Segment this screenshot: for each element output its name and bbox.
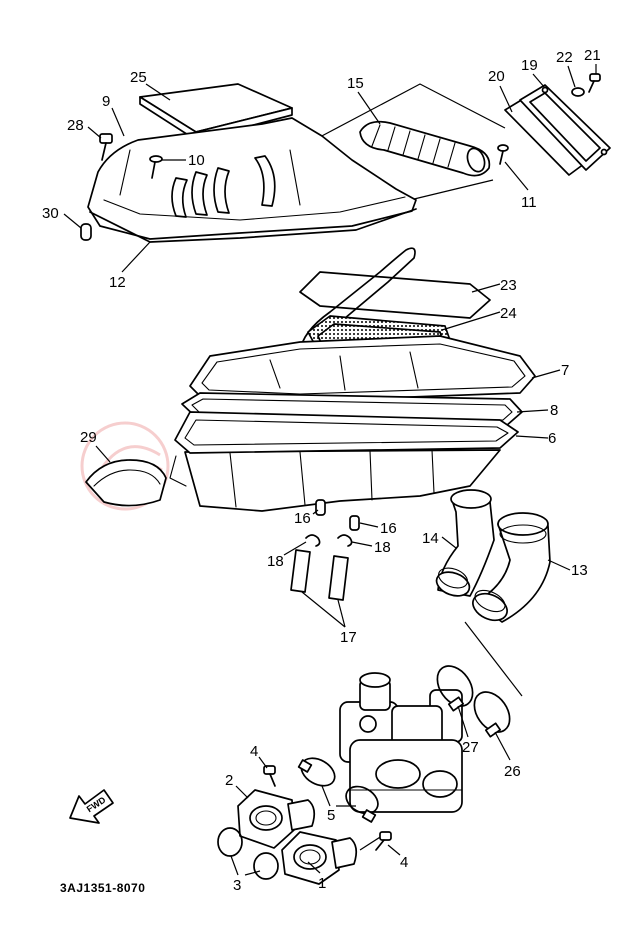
- part-o-ring-3-right: [253, 852, 279, 880]
- part-clip-18-right: [337, 534, 353, 547]
- callout-leader-lines: [63, 64, 597, 876]
- part-drain-strip-17-left: [290, 549, 311, 593]
- part-washer-22: [571, 87, 585, 97]
- callout-6: 6: [548, 430, 556, 447]
- part-clip-18-left: [305, 534, 321, 547]
- callout-2: 2: [225, 772, 233, 789]
- part-clamp-5-left: [297, 757, 336, 787]
- part-joint-hose-14: [435, 489, 495, 597]
- callout-15: 15: [347, 75, 364, 92]
- callout-20: 20: [488, 68, 505, 85]
- part-clamp-27: [436, 665, 474, 712]
- part-plate-23: [299, 247, 491, 359]
- diagram-code: 3AJ1351-8070: [60, 881, 145, 895]
- callout-12: 12: [109, 274, 126, 291]
- part-peg-16-left: [315, 499, 326, 516]
- part-cover-7: [189, 335, 536, 402]
- part-carburettor-joint-1: [281, 831, 358, 885]
- callout-13: 13: [571, 562, 588, 579]
- part-screw-11: [497, 144, 509, 165]
- callout-14: 14: [422, 530, 439, 547]
- callout-1: 1: [318, 875, 326, 892]
- part-screw-10: [149, 155, 163, 179]
- part-lower-case-6: [169, 411, 519, 512]
- callout-18-left: 18: [267, 553, 284, 570]
- part-intake-duct-15: [359, 120, 491, 177]
- part-o-ring-3-left: [217, 827, 243, 857]
- part-bolt-4-lower: [375, 831, 392, 851]
- callout-11: 11: [521, 194, 537, 211]
- callout-10: 10: [188, 152, 205, 169]
- callout-labels: 25 9 28 10 30 12 15 20 19 22 21 11 23 24…: [42, 47, 601, 894]
- callout-30: 30: [42, 205, 59, 222]
- part-cover-29: [85, 459, 167, 507]
- callout-16-right: 16: [380, 520, 397, 537]
- callout-8: 8: [550, 402, 558, 419]
- callout-21: 21: [584, 47, 601, 64]
- callout-3: 3: [233, 877, 241, 894]
- callout-22: 22: [556, 49, 573, 66]
- fwd-arrow-icon: [69, 789, 114, 824]
- callout-5: 5: [327, 807, 335, 824]
- callout-9: 9: [102, 93, 110, 110]
- part-joint-hose-13: [472, 512, 551, 623]
- part-grommet-30: [80, 223, 92, 241]
- part-upper-case-12: [87, 117, 417, 243]
- part-bolt-21: [588, 73, 601, 93]
- callout-16-left: 16: [294, 510, 311, 527]
- callout-7: 7: [561, 362, 569, 379]
- part-clamp-5-right: [345, 785, 379, 823]
- part-clamp-26: [473, 691, 511, 738]
- part-carburettor: [339, 672, 463, 813]
- callout-17: 17: [340, 629, 357, 646]
- part-bolt-28: [99, 133, 113, 161]
- callout-29: 29: [80, 429, 97, 446]
- callout-23: 23: [500, 277, 517, 294]
- part-bolt-4-upper: [263, 765, 276, 787]
- callout-28: 28: [67, 117, 84, 134]
- callout-4-lower: 4: [400, 854, 408, 871]
- callout-25: 25: [130, 69, 147, 86]
- callout-24: 24: [500, 305, 517, 322]
- callout-27: 27: [462, 739, 479, 756]
- callout-4-upper: 4: [250, 743, 258, 760]
- part-carburettor-joint-2: [237, 789, 316, 849]
- callout-18-right: 18: [374, 539, 391, 556]
- callout-19: 19: [521, 57, 538, 74]
- part-peg-16-right: [349, 515, 360, 531]
- callout-26: 26: [504, 763, 521, 780]
- part-cover-19: [519, 84, 611, 171]
- part-drain-strip-17-right: [328, 555, 349, 601]
